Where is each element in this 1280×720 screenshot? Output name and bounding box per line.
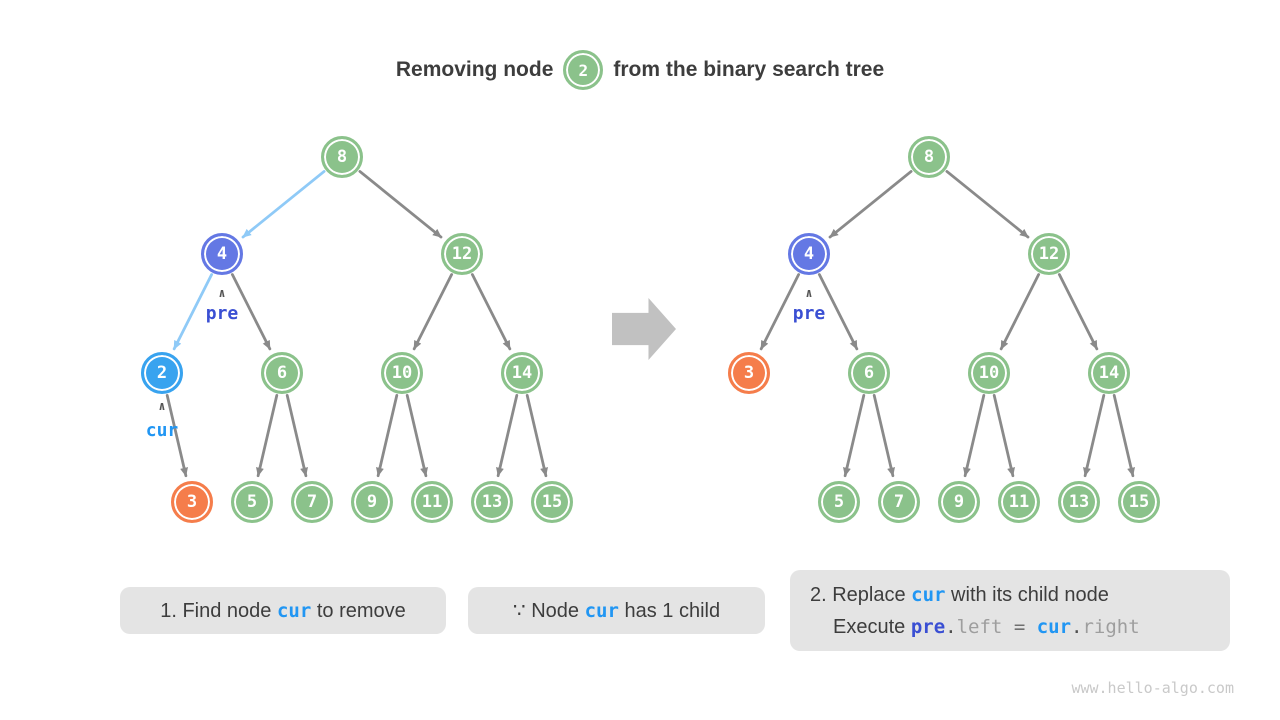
title-suffix: from the binary search tree [613, 58, 885, 81]
caption-run-plain: with its child node [945, 583, 1109, 606]
caption-run-dot: . [945, 615, 957, 638]
edge-left-12-to-14 [470, 273, 512, 351]
caption-run-cur: cur [276, 599, 312, 622]
edge-right-14-to-15 [1112, 394, 1135, 478]
edge-right-6-to-7 [872, 394, 895, 478]
caption-run-cur: cur [911, 583, 946, 606]
edge-left-12-to-10 [412, 273, 454, 351]
caption-run-plain: to remove [311, 599, 406, 622]
edge-left-2-to-3 [165, 394, 188, 478]
caption-box-1: 1. Find node cur to remove [120, 587, 446, 634]
left-cur-pointer-label: cur [145, 420, 179, 441]
tree-left-node-6: 6 [261, 352, 303, 394]
caption-1-line-1: 1. Find node cur to remove [160, 595, 406, 627]
caption-run-plain: 2. Replace [810, 583, 912, 606]
edge-right-10-to-11 [992, 394, 1015, 478]
tree-left-node-7: 7 [291, 481, 333, 523]
edge-left-6-to-7 [285, 394, 308, 478]
caption-run-code: left [956, 615, 1003, 638]
caption-run-plain: has 1 child [618, 599, 721, 622]
diagram-title: Removing node 2 from the binary search t… [0, 50, 1280, 90]
caption-box-2: ∵ Node cur has 1 child [468, 587, 765, 634]
caption-run-plain: 1. Find node [160, 599, 277, 622]
edge-right-8-to-12 [945, 170, 1030, 239]
tree-right-node-7: 7 [878, 481, 920, 523]
tree-left-node-14: 14 [501, 352, 543, 394]
caption-run-code: right [1082, 615, 1140, 638]
tree-right-node-9: 9 [938, 481, 980, 523]
tree-left-node-4: 4 [201, 233, 243, 275]
title-node-badge: 2 [563, 50, 604, 90]
tree-left-node-12: 12 [441, 233, 483, 275]
caption-run-cur: cur [584, 599, 619, 622]
tree-left-node-8: 8 [321, 136, 363, 178]
caption-run-plain: Execute [833, 615, 911, 638]
edge-right-4-to-3 [759, 273, 801, 351]
right-pre-caret-icon: ∧ [805, 286, 813, 300]
edge-right-6-to-5 [843, 394, 866, 478]
tree-left-node-9: 9 [351, 481, 393, 523]
edge-right-8-to-4 [828, 170, 913, 239]
tree-right-node-12: 12 [1028, 233, 1070, 275]
edge-right-10-to-9 [963, 394, 986, 478]
edge-right-12-to-14 [1057, 273, 1099, 351]
left-cur-caret-icon: ∧ [158, 399, 166, 413]
watermark: www.hello-algo.com [1071, 679, 1234, 697]
caption-run-pre: pre [910, 615, 946, 638]
edge-left-8-to-12 [358, 170, 443, 239]
edge-right-14-to-13 [1083, 394, 1106, 478]
edge-left-8-to-4 [241, 170, 326, 239]
edge-left-14-to-15 [525, 394, 548, 478]
left-pre-pointer-label: pre [205, 303, 239, 324]
tree-left-node-2: 2 [141, 352, 183, 394]
tree-right-node-8: 8 [908, 136, 950, 178]
tree-left-node-11: 11 [411, 481, 453, 523]
caption-3-line-1: 2. Replace cur with its child node [810, 579, 1109, 611]
tree-right-node-5: 5 [818, 481, 860, 523]
tree-right-node-4: 4 [788, 233, 830, 275]
edge-left-6-to-5 [256, 394, 279, 478]
tree-right-node-15: 15 [1118, 481, 1160, 523]
tree-right-node-14: 14 [1088, 352, 1130, 394]
caption-run-plain: ∵ Node [512, 599, 585, 622]
tree-right-node-6: 6 [848, 352, 890, 394]
edge-left-14-to-13 [496, 394, 519, 478]
tree-right-node-13: 13 [1058, 481, 1100, 523]
tree-left-node-15: 15 [531, 481, 573, 523]
tree-left-node-10: 10 [381, 352, 423, 394]
tree-right-node-11: 11 [998, 481, 1040, 523]
edge-left-4-to-6 [230, 273, 272, 351]
caption-2-line-1: ∵ Node cur has 1 child [513, 595, 720, 627]
caption-run-eq: = [1002, 615, 1037, 638]
edge-right-4-to-6 [817, 273, 859, 351]
left-pre-caret-icon: ∧ [218, 286, 226, 300]
tree-left-node-5: 5 [231, 481, 273, 523]
edge-left-4-to-2 [172, 273, 214, 351]
edge-left-10-to-11 [405, 394, 428, 478]
right-pre-pointer-label: pre [792, 303, 826, 324]
tree-left-node-3: 3 [171, 481, 213, 523]
tree-right-node-3: 3 [728, 352, 770, 394]
edge-left-10-to-9 [376, 394, 399, 478]
tree-right-node-10: 10 [968, 352, 1010, 394]
caption-3-line-2: Execute pre.left = cur.right [833, 611, 1140, 643]
edge-right-12-to-10 [999, 273, 1041, 351]
title-prefix: Removing node [395, 58, 554, 81]
caption-run-cur: cur [1036, 615, 1072, 638]
tree-left-node-13: 13 [471, 481, 513, 523]
caption-run-dot: . [1071, 615, 1083, 638]
